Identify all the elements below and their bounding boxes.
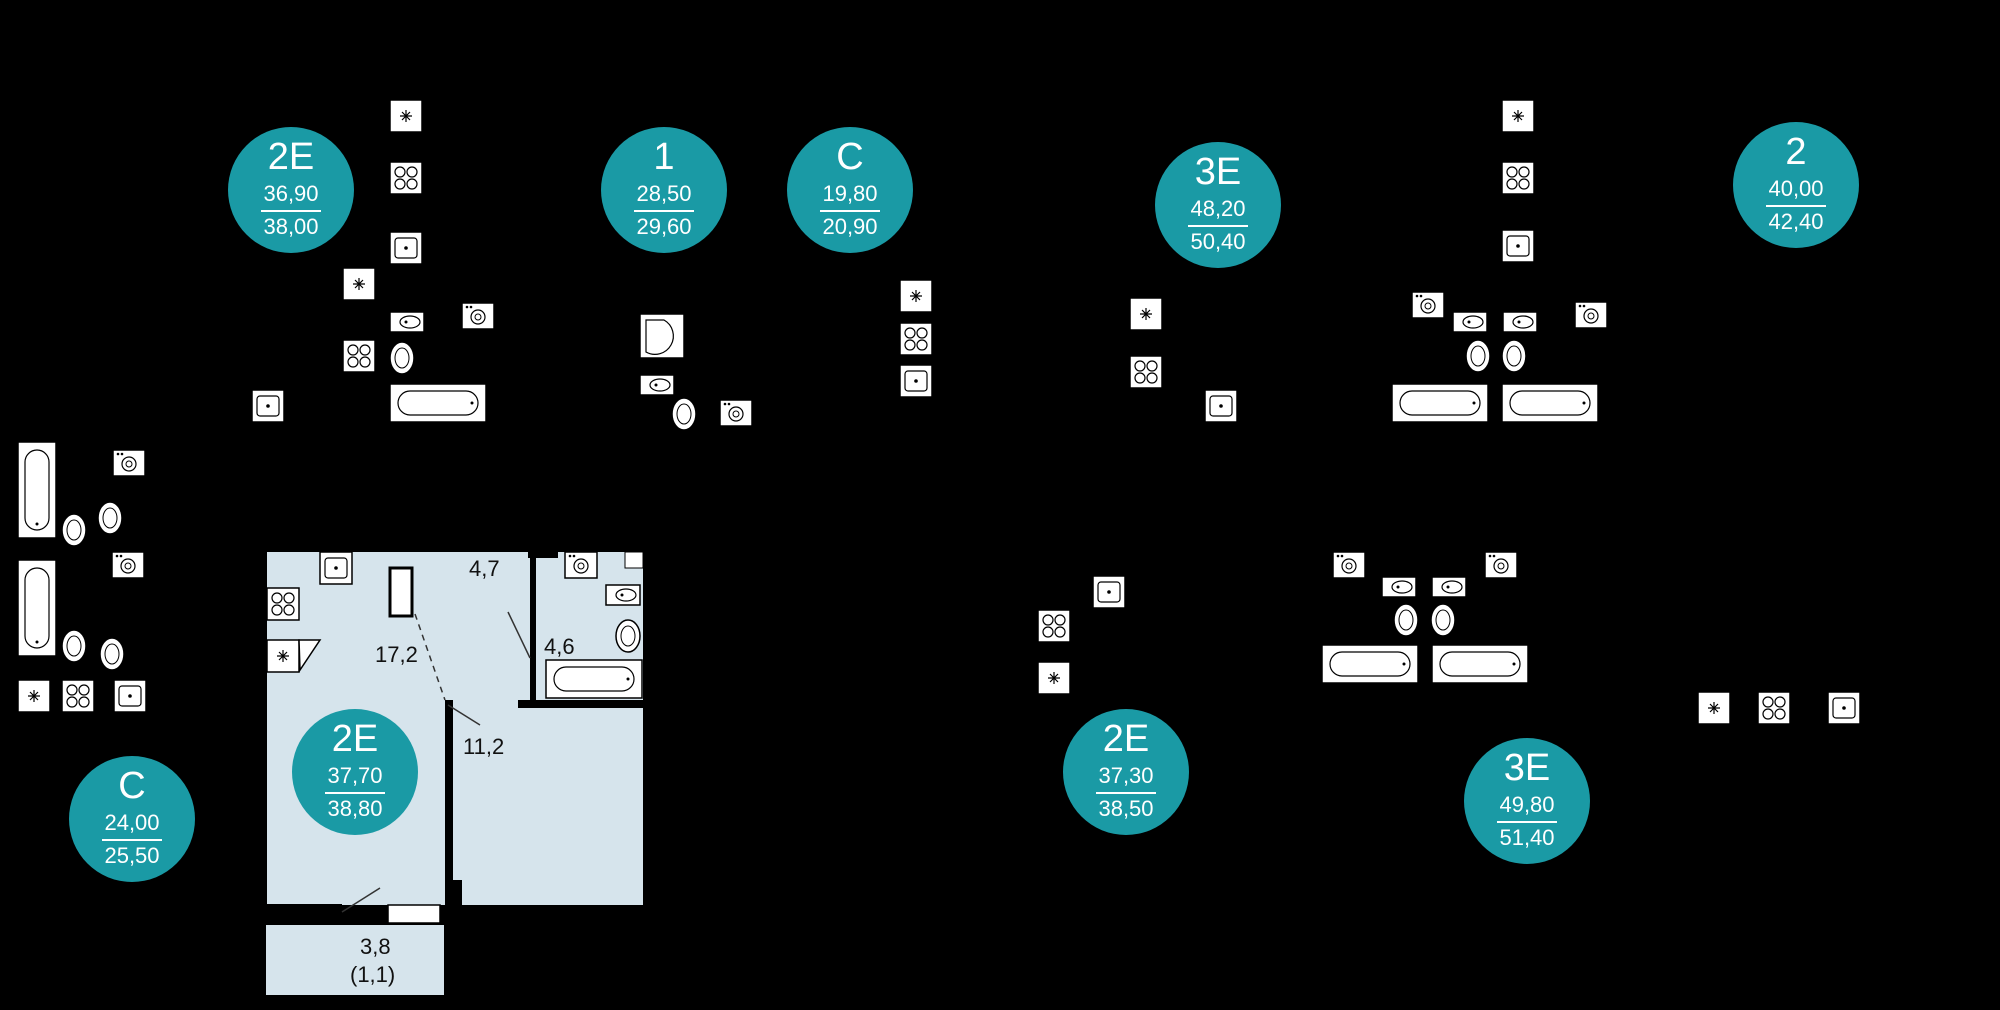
total-area: 25,50 [104,843,160,868]
apartment-type: 2E [267,136,315,178]
apartment-badge[interactable]: С 24,00 25,50 [69,756,195,882]
apartment-type: 3E [1194,151,1242,193]
room-area-hall: 4,7 [469,556,500,581]
apartment-type: С [118,765,146,807]
living-area: 40,00 [1768,176,1824,201]
apartment-type: 1 [653,136,675,178]
apartment-badge[interactable]: 1 28,50 29,60 [601,127,727,253]
area-divider [1096,792,1156,794]
room-area-living-kitchen: 17,2 [375,642,418,667]
living-area: 48,20 [1190,196,1246,221]
apartment-badge-selected[interactable]: 2E 37,70 38,80 [292,709,418,835]
living-area: 49,80 [1499,792,1555,817]
room-area-bathroom: 4,6 [544,634,575,659]
room-area-balcony: 3,8 [360,934,391,959]
apartment-badge[interactable]: 3E 48,20 50,40 [1155,142,1281,268]
living-area: 19,80 [822,181,878,206]
area-divider [102,839,162,841]
living-area: 36,90 [263,181,319,206]
living-area: 37,30 [1098,763,1154,788]
apartment-badge[interactable]: 2 40,00 42,40 [1733,122,1859,248]
total-area: 42,40 [1768,209,1824,234]
area-divider [634,210,694,212]
area-divider [1188,225,1248,227]
apartment-type: 2E [1102,718,1150,760]
apartment-badge[interactable]: 3E 49,80 51,40 [1464,738,1590,864]
apartment-type: 2E [331,718,379,760]
total-area: 50,40 [1190,229,1246,254]
total-area: 51,40 [1499,825,1555,850]
room-area-bedroom: 11,2 [463,734,505,759]
apartment-type: 3E [1503,747,1551,789]
area-divider [325,792,385,794]
area-divider [1497,821,1557,823]
room-area-balcony-reduced: (1,1) [350,962,396,987]
total-area: 38,00 [263,214,319,239]
apartment-badge[interactable]: С 19,80 20,90 [787,127,913,253]
living-area: 28,50 [636,181,692,206]
apartment-badge[interactable]: 2E 36,90 38,00 [228,127,354,253]
living-area: 37,70 [327,763,383,788]
area-divider [261,210,321,212]
living-area: 24,00 [104,810,160,835]
area-divider [820,210,880,212]
apartment-type: С [836,136,864,178]
area-divider [1766,205,1826,207]
total-area: 38,80 [327,796,383,821]
total-area: 38,50 [1098,796,1154,821]
apartment-badge[interactable]: 2E 37,30 38,50 [1063,709,1189,835]
total-area: 29,60 [636,214,692,239]
total-area: 20,90 [822,214,878,239]
apartment-type: 2 [1785,131,1807,173]
